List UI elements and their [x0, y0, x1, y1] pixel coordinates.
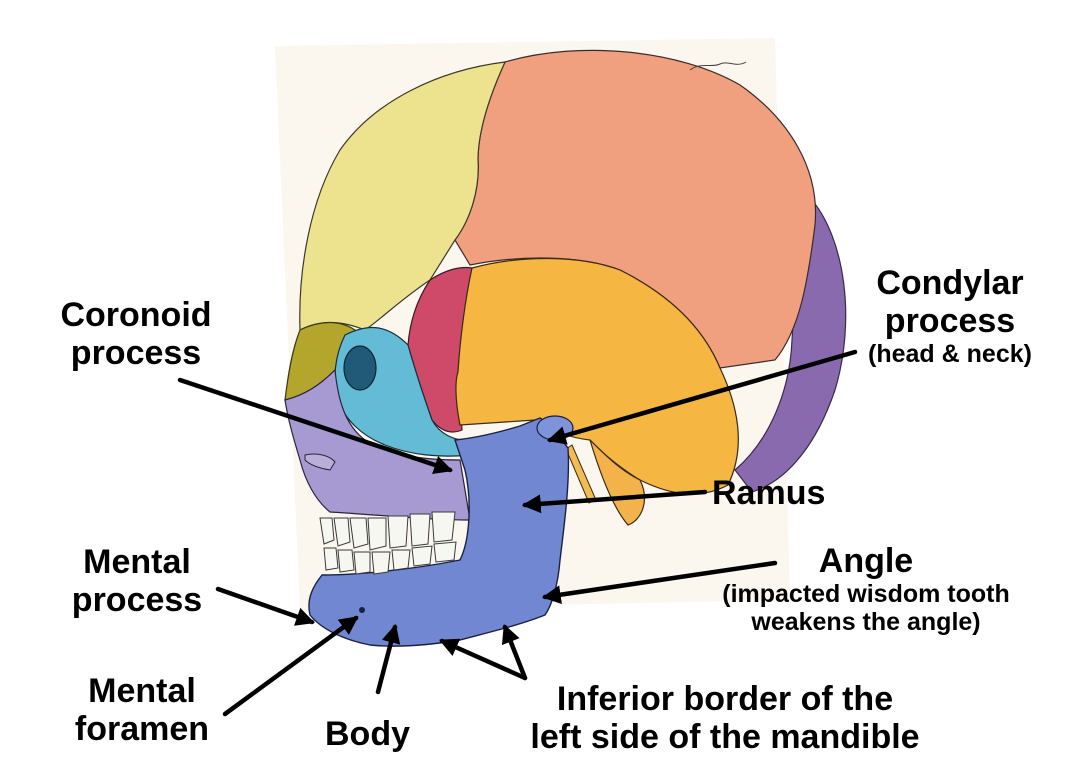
angle-label: Angle (impacted wisdom tooth weakens the…	[690, 542, 1042, 636]
mental-foramen-line-2: foramen	[74, 710, 210, 749]
mental-process-line-2: process	[71, 581, 203, 620]
coronoid-arrow	[177, 377, 453, 474]
mental-process-line-1: Mental	[83, 543, 191, 581]
angle-arrow	[541, 560, 778, 605]
body-label: Body	[325, 715, 410, 753]
inferior-border-line-2: left side of the mandible	[530, 718, 920, 757]
ramus-arrow	[521, 489, 708, 514]
orbit	[343, 345, 377, 391]
nasal-spine	[304, 453, 336, 471]
mastoid-process	[589, 439, 645, 526]
condylar-process-line-2: process	[884, 302, 1016, 341]
ramus-label: Ramus	[712, 474, 826, 512]
inferior-border-line-1: Inferior border of the	[556, 680, 894, 718]
angle-line-2: (impacted wisdom tooth	[722, 580, 1010, 609]
mental-foramen-dot	[359, 607, 365, 613]
angle-line-1: Angle	[818, 542, 914, 580]
inferior-border-label: Inferior border of the left side of the …	[494, 680, 956, 756]
coronoid-process-label: Coronoid process	[46, 296, 226, 372]
mental-foramen-arrow	[222, 615, 359, 717]
mental-foramen-line-1: Mental	[88, 672, 196, 710]
maxilla-bone	[284, 368, 471, 521]
coronoid-process-line-2: process	[70, 334, 202, 373]
upper-teeth	[319, 511, 456, 551]
condylar-process-line-1: Condylar	[876, 264, 1024, 302]
angle-line-3: weakens the angle)	[751, 608, 981, 637]
annotation-arrows	[177, 349, 858, 717]
condylar-arrow	[546, 349, 858, 445]
inferior-arrow-left	[439, 638, 528, 681]
mental-foramen-label: Mental foramen	[52, 672, 232, 748]
condylar-process-line-3: (head & neck)	[868, 340, 1032, 369]
frontal-bone	[299, 61, 506, 331]
lower-teeth	[323, 541, 457, 575]
condylar-process-label: Condylar process (head & neck)	[850, 264, 1050, 368]
mental-process-label: Mental process	[52, 543, 222, 619]
inferior-arrow-right	[501, 624, 528, 681]
coronoid-process-line-1: Coronoid	[60, 296, 212, 334]
body-arrow	[375, 623, 401, 695]
artist-signature	[689, 61, 747, 71]
mental-process-arrow	[215, 586, 315, 626]
